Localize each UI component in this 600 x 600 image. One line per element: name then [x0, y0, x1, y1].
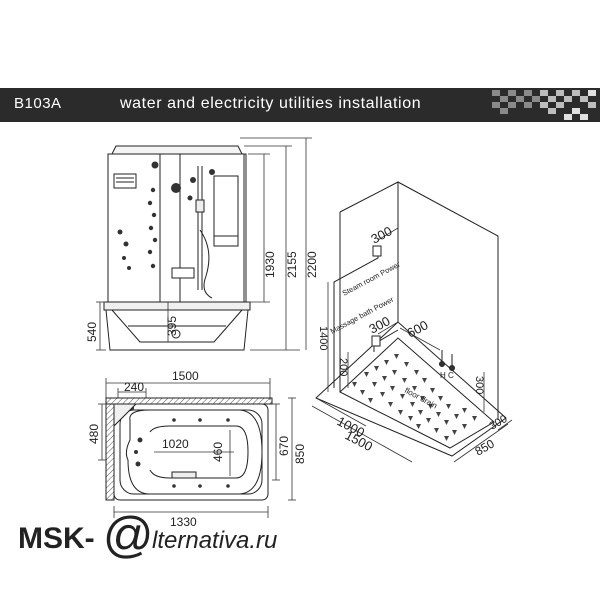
dim-850: 850	[293, 444, 307, 464]
site-watermark-logo: MSK- @ lternativa.ru	[18, 508, 277, 563]
dim-850-floor: 850	[473, 436, 498, 458]
dim-600: 600	[404, 317, 430, 340]
install-view	[315, 181, 507, 457]
top-view-dimensions	[98, 397, 296, 518]
dim-240: 240	[124, 380, 144, 394]
dim-2155: 2155	[285, 251, 299, 278]
dim-480: 480	[87, 424, 101, 444]
model-label: B103A	[14, 95, 62, 112]
top-view-dims-top	[105, 378, 271, 400]
dim-300-massage: 300	[366, 313, 392, 336]
top-view	[105, 397, 273, 501]
dim-2200: 2200	[305, 251, 319, 278]
watermark-at-sign: @	[102, 508, 153, 563]
dim-1400: 1400	[317, 326, 329, 350]
install-view-dimensions	[311, 227, 513, 463]
dim-1020: 1020	[162, 437, 189, 451]
dim-670: 670	[277, 436, 291, 456]
dim-1500-top: 1500	[172, 369, 199, 383]
dim-300-floor: 300	[488, 413, 510, 433]
dim-300-right: 300	[473, 376, 485, 394]
watermark-site: lternativa.ru	[152, 527, 277, 554]
floor-pattern	[352, 354, 477, 441]
watermark-brand: MSK-	[18, 522, 95, 555]
dim-200: 200	[337, 358, 349, 376]
steam-room-power-label: Steam room Power	[341, 259, 402, 297]
dim-300-steam: 300	[368, 223, 394, 246]
dim-1500-floor: 1500	[343, 427, 376, 454]
front-view-dimensions	[96, 137, 312, 351]
dim-540: 540	[85, 322, 99, 342]
banner-title: water and electricity utilities installa…	[120, 95, 422, 112]
dim-460: 460	[211, 442, 225, 462]
checker-pattern-decoration	[488, 88, 600, 122]
hc-label: H C	[440, 371, 454, 380]
dim-1330: 1330	[170, 515, 197, 529]
header-banner: B103A water and electricity utilities in…	[0, 88, 600, 122]
dim-395: 395	[165, 316, 179, 336]
front-view	[103, 145, 251, 351]
dim-1930: 1930	[263, 251, 277, 278]
